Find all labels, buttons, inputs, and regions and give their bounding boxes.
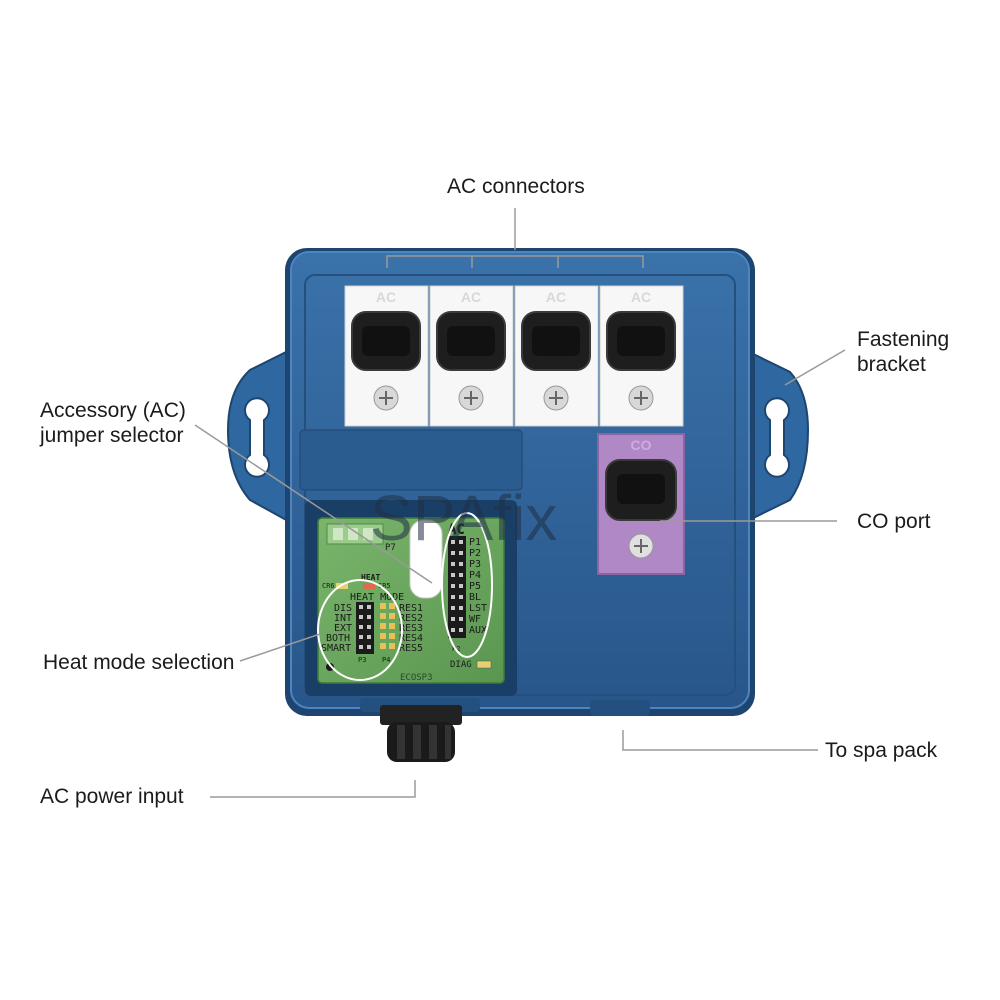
ac-connector[interactable]: AC	[599, 285, 684, 427]
heat-mode-label: BOTH	[326, 633, 350, 644]
res-label: RES4	[399, 633, 423, 644]
res-label: RES3	[399, 623, 423, 634]
ac-connector-row: AC AC AC AC	[344, 285, 684, 427]
res-label: RES5	[399, 643, 423, 654]
ac-jumper-highlight	[441, 512, 493, 658]
heat-mode-highlight	[317, 579, 403, 681]
co-port-label: CO	[631, 437, 652, 453]
res-pads	[380, 603, 395, 649]
leader-lines	[194, 208, 846, 798]
ac-jumper-label: P1	[469, 537, 481, 548]
ac-port-label: AC	[546, 289, 566, 305]
header-label-p7: P7	[385, 543, 396, 553]
label-accessory-jumper-line1: Accessory (AC)	[40, 399, 186, 422]
co-port[interactable]: CO	[597, 433, 685, 575]
ac-jumper-label: P4	[469, 570, 481, 581]
diag-label: DIAG	[450, 660, 472, 670]
res-labels: RES1 RES2 RES3 RES4 RES5	[399, 603, 423, 654]
ac-jumper-label: BL	[469, 592, 481, 603]
board-text: ECOSP3	[400, 673, 433, 683]
ac-jumper-labels: P1 P2 P3 P4 P5 BL LST WF AUX	[469, 537, 487, 636]
header-label-p3: P3	[358, 656, 366, 664]
ac-jumper-label: P3	[469, 559, 481, 570]
heat-mode-labels: DIS INT EXT BOTH SMART	[321, 603, 352, 654]
ac-jumper-label: LST	[469, 603, 487, 614]
ac-port-label: AC	[631, 289, 651, 305]
watermark: SPAfix	[370, 482, 557, 554]
mounting-hole	[326, 663, 334, 671]
watermark-text: SPAfix	[370, 482, 557, 554]
ac-jumper-label: AUX	[469, 625, 487, 636]
label-fastening-bracket-line1: Fastening	[857, 328, 950, 351]
ac-power-gland[interactable]	[380, 705, 462, 762]
ac-jumper-header-pins[interactable]	[448, 536, 466, 638]
label-accessory-jumper-line2: jumper selector	[40, 424, 184, 447]
ac-connector[interactable]: AC	[514, 285, 599, 427]
heat-mode-jumper-header[interactable]	[356, 602, 374, 654]
ac-jumper-label: P2	[469, 548, 481, 559]
heat-mode-label: EXT	[334, 623, 352, 634]
label-heat-mode-selection: Heat mode selection	[43, 651, 235, 674]
ac-port-label: AC	[376, 289, 396, 305]
ac-jumper-label: WF	[469, 614, 481, 625]
heat-mode-label: SMART	[321, 643, 351, 654]
heat-mode-label: DIS	[334, 603, 352, 614]
ac-connector[interactable]: AC	[429, 285, 514, 427]
label-ac-connectors: AC connectors	[447, 175, 585, 198]
label-ac-power-input: AC power input	[40, 785, 184, 808]
header-label-cr5: CR5	[378, 582, 391, 590]
header-label-p4: P4	[382, 656, 390, 664]
header-label-cr6: CR6	[322, 582, 335, 590]
left-fastening-bracket	[226, 348, 291, 524]
label-fastening-bracket-line2: bracket	[857, 353, 926, 376]
heat-header: HEAT	[361, 573, 380, 582]
heat-mode-header: HEAT MODE	[350, 592, 404, 603]
label-to-spa-pack: To spa pack	[825, 739, 938, 762]
heat-mode-label: INT	[334, 613, 352, 624]
res-label: RES1	[399, 603, 423, 614]
ac-connector[interactable]: AC	[344, 285, 429, 427]
ac-jumper-label: P5	[469, 581, 481, 592]
right-fastening-bracket	[744, 348, 810, 524]
label-co-port: CO port	[857, 510, 931, 533]
circuit-board-area: P7 HEAT CR6 CR5 HEAT MODE DIS INT EXT BO…	[305, 500, 517, 696]
ac-port-label: AC	[461, 289, 481, 305]
res-label: RES2	[399, 613, 423, 624]
